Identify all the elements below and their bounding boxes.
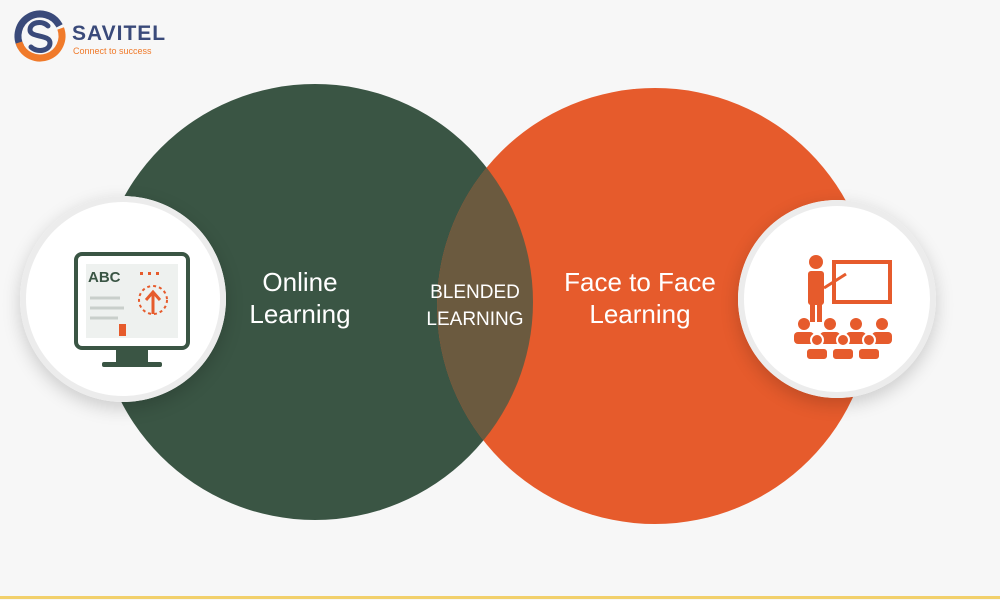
online-learning-label: Online Learning	[249, 267, 351, 329]
savitel-logo-mark	[14, 10, 66, 62]
face-to-face-learning-badge	[738, 200, 936, 398]
savitel-logo: SAVITEL Connect to success	[12, 8, 182, 64]
bottom-divider	[0, 596, 1000, 599]
classroom-teacher-icon	[794, 255, 892, 361]
logo-name: SAVITEL	[72, 22, 167, 45]
blended-learning-label: BLENDED LEARNING	[426, 282, 524, 330]
monitor-screen-text: ABC	[88, 269, 121, 286]
face-to-face-learning-circle	[437, 88, 873, 524]
online-course-monitor-icon: ABC	[74, 252, 190, 367]
online-learning-circle	[97, 84, 533, 520]
logo-tagline: Connect to success	[73, 46, 152, 56]
face-to-face-learning-label: Face to Face Learning	[564, 267, 716, 329]
online-learning-badge: ABC	[20, 196, 226, 402]
